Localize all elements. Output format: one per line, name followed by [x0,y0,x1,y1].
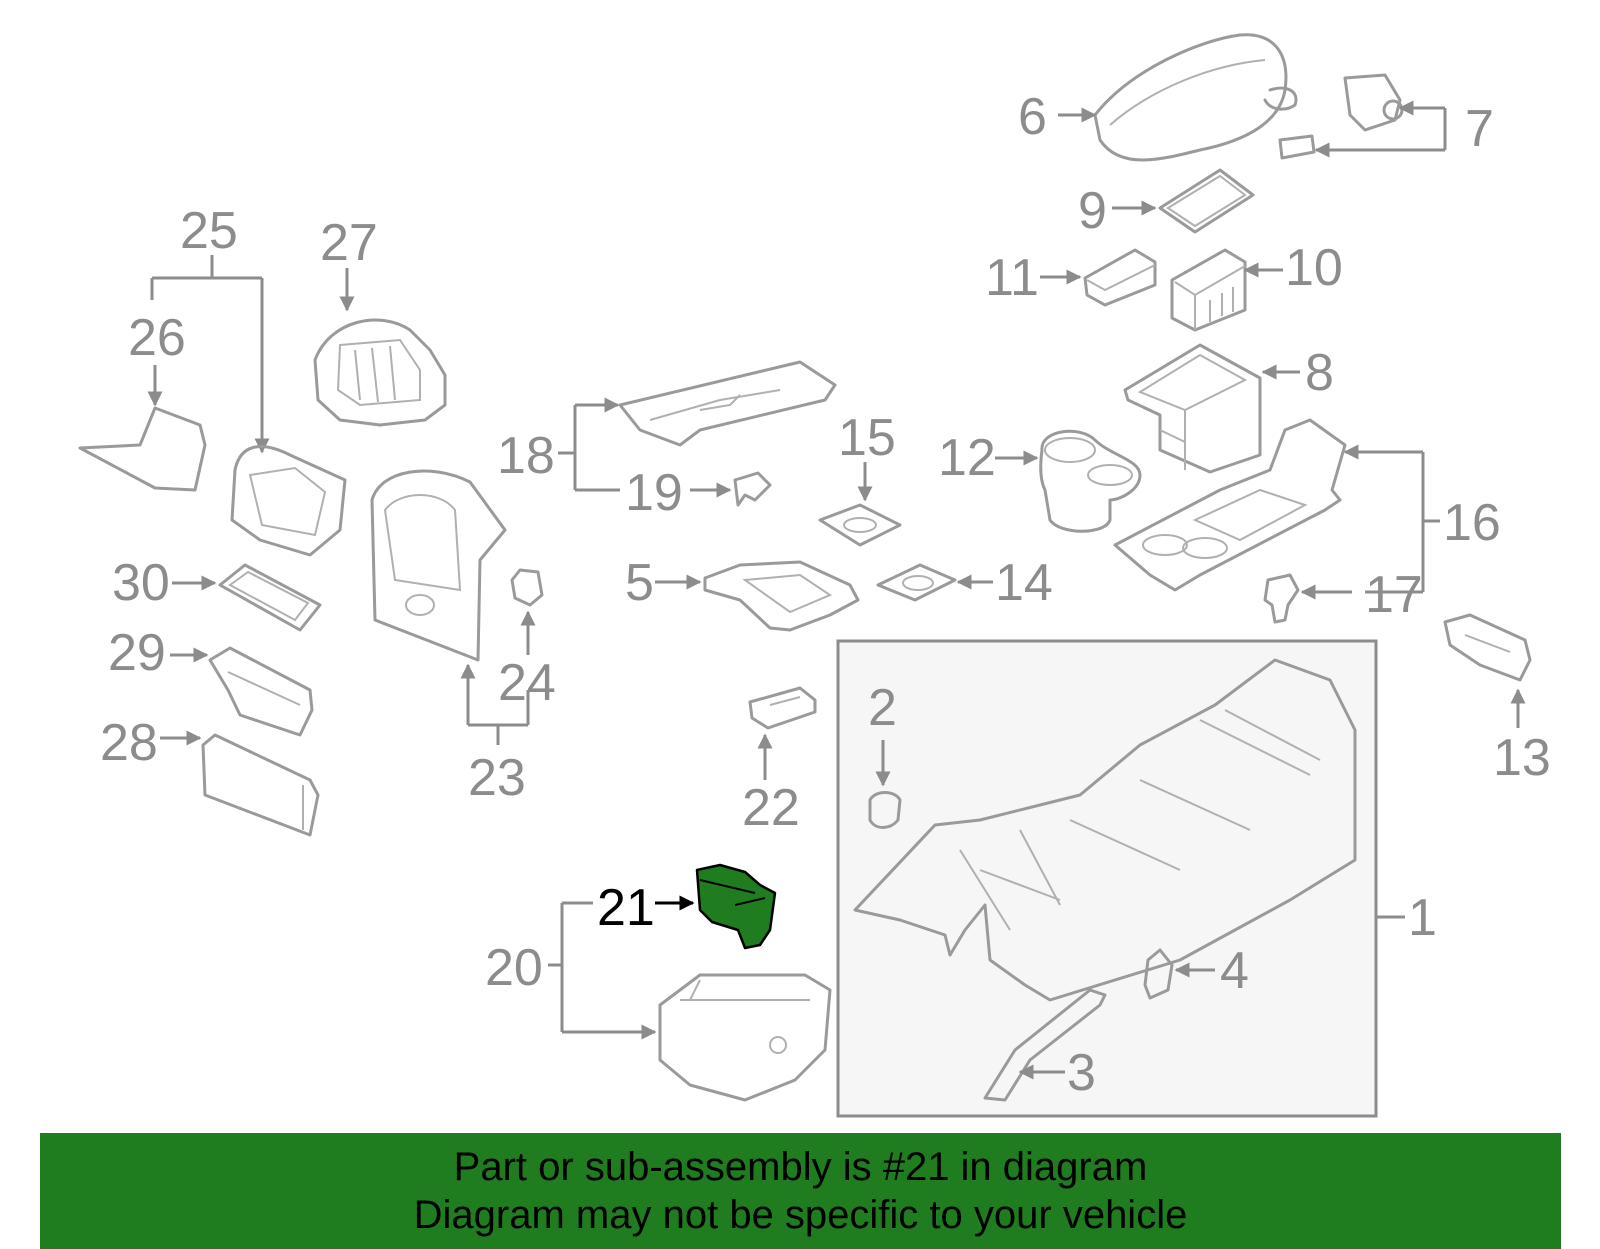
part-8-storage-bin[interactable] [1123,343,1262,474]
callout-25: 25 [180,202,238,260]
part-14-boot-plate[interactable] [876,563,957,602]
callout-14: 14 [995,554,1053,612]
callout-27: 27 [320,214,378,272]
callout-29: 29 [108,624,166,682]
part-17-clip[interactable] [1263,573,1300,624]
callout-22: 22 [742,779,800,837]
callout-9: 9 [1078,182,1107,240]
callout-13: 13 [1493,729,1551,787]
callout-11: 11 [985,249,1039,307]
callout-17: 17 [1365,566,1423,624]
part-13-trim-piece[interactable] [1443,613,1532,682]
part-28-bin[interactable] [201,733,320,837]
banner-line-1: Part or sub-assembly is #21 in diagram [453,1145,1148,1189]
part-15-boot-plate[interactable] [818,503,902,547]
assembly-1-frame [836,639,1378,1118]
callout-12: 12 [938,429,996,487]
part-21-highlighted-insert[interactable] [695,863,777,950]
part-5-shifter-frame[interactable] [703,560,860,632]
part-27-rear-vent[interactable] [313,318,447,427]
callout-3: 3 [1067,1044,1096,1102]
callout-26: 26 [128,309,186,367]
callout-23: 23 [468,749,526,807]
callout-10: 10 [1285,239,1343,297]
part-4-clip[interactable] [1143,948,1174,1000]
callout-1: 1 [1408,889,1437,947]
callout-19: 19 [625,464,683,522]
callout-5: 5 [625,554,654,612]
callout-28: 28 [100,714,158,772]
callout-7: 7 [1465,100,1494,158]
part-25-pocket[interactable] [230,445,347,557]
callout-30: 30 [112,554,170,612]
callout-15: 15 [838,409,896,467]
part-16-console-trim[interactable] [1113,418,1347,592]
part-22-switch[interactable] [748,686,817,730]
banner-line-2: Diagram may not be specific to your vehi… [413,1193,1188,1237]
part-19-clip[interactable] [733,471,772,507]
part-1-center-console[interactable] [853,658,1357,1002]
part-12-cup-holder[interactable] [1039,429,1142,533]
part-9-mat[interactable] [1158,168,1255,234]
part-26-mat[interactable] [78,406,207,492]
callout-18: 18 [497,427,555,485]
info-banner: Part or sub-assembly is #21 in diagram D… [40,1133,1561,1249]
part-10-bracket[interactable] [1170,248,1247,332]
part-23-rear-panel[interactable] [370,469,507,662]
part-18-shifter-bezel[interactable] [618,360,837,447]
callout-24: 24 [498,654,556,712]
callout-4: 4 [1220,942,1249,1000]
part-3-trim-strip[interactable] [983,988,1107,1102]
part-7-switch[interactable] [1278,73,1404,160]
part-24-clip[interactable] [510,568,544,607]
part-11-tray[interactable] [1083,248,1157,307]
callout-6: 6 [1018,88,1047,146]
callout-21: 21 [597,879,655,937]
callout-8: 8 [1305,344,1334,402]
part-6-armrest-lid[interactable] [1093,33,1298,162]
part-30-tray[interactable] [218,563,322,632]
part-29-bin[interactable] [208,646,314,737]
callout-20: 20 [485,939,543,997]
part-2-plug[interactable] [868,791,902,829]
callout-2: 2 [868,679,897,737]
callout-16: 16 [1443,494,1501,552]
part-20-storage-box[interactable] [658,973,832,1102]
